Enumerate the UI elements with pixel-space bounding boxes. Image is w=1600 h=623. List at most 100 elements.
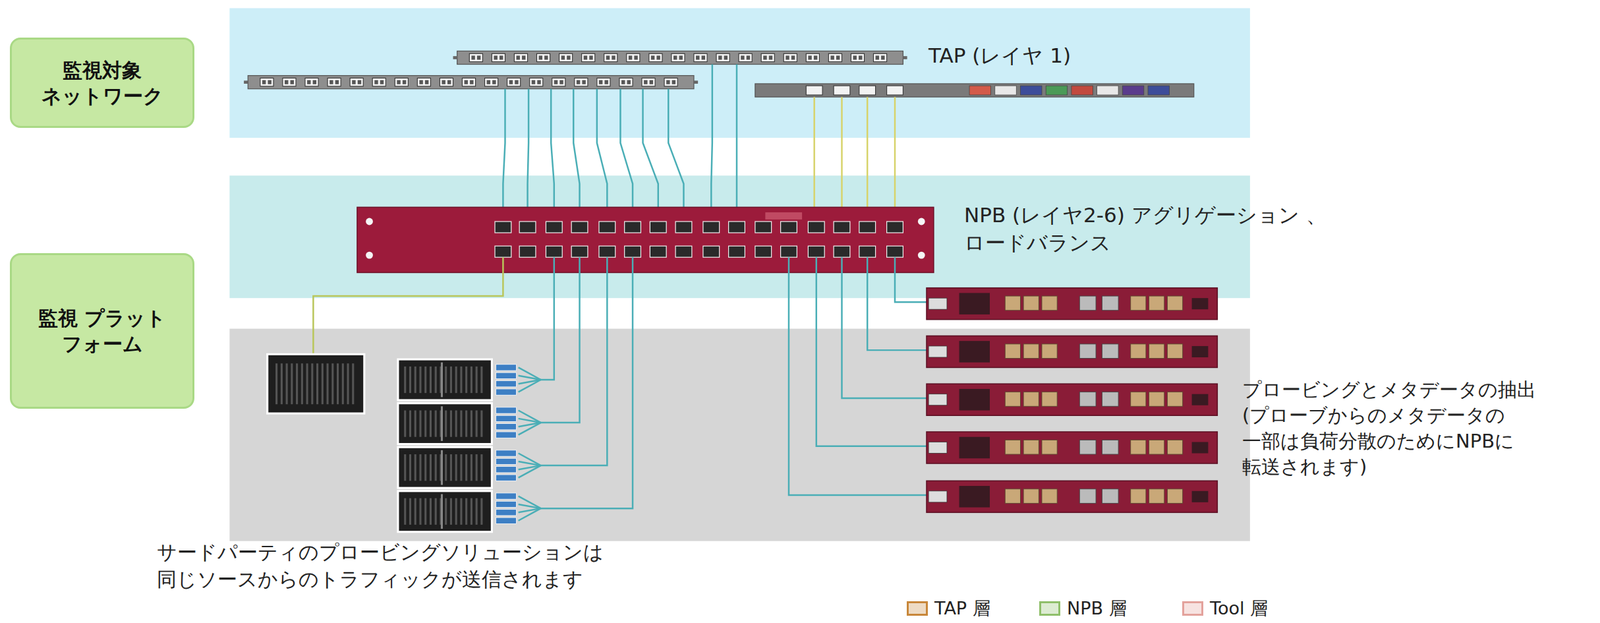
cable xyxy=(541,257,580,423)
probe-module xyxy=(1130,295,1146,311)
server-grill xyxy=(450,409,453,437)
tap-port-hole xyxy=(313,80,317,85)
probe-panel xyxy=(959,292,990,315)
cable xyxy=(502,88,505,223)
probe-port xyxy=(928,394,947,406)
server-grill xyxy=(316,363,319,404)
probe-module xyxy=(1023,488,1039,504)
tap-port xyxy=(805,53,820,62)
fiber-connector xyxy=(496,517,517,524)
tap-port-hole xyxy=(554,80,558,85)
server-grill xyxy=(465,366,468,393)
tap-port xyxy=(514,53,528,62)
probe-appliance xyxy=(926,287,1218,320)
tap-port-hole xyxy=(396,80,400,85)
npb-port xyxy=(703,245,720,258)
tap-port xyxy=(507,77,521,86)
tap-port-hole xyxy=(656,55,660,60)
probe-panel xyxy=(959,436,990,459)
server-grill xyxy=(455,409,458,437)
cable xyxy=(788,257,931,495)
probe-module xyxy=(1041,439,1058,455)
tap-port-hole xyxy=(537,80,541,85)
cable xyxy=(813,96,815,223)
server-grill xyxy=(444,454,447,481)
fan-cable xyxy=(518,504,542,509)
probe-slot xyxy=(1079,295,1096,311)
server-grill xyxy=(450,498,453,525)
fiber-connector xyxy=(496,407,517,414)
server-grill xyxy=(409,454,412,481)
strip-end xyxy=(902,56,907,60)
tap-port-hole xyxy=(599,80,603,85)
probe-module xyxy=(1041,343,1058,359)
probe-panel xyxy=(959,388,990,411)
probe-port xyxy=(928,490,947,503)
cable xyxy=(668,88,684,223)
server-grill xyxy=(336,363,339,404)
tap-port-hole xyxy=(544,55,548,60)
tap-port-hole xyxy=(566,55,571,60)
tap-strip xyxy=(457,50,904,64)
fiber-connector xyxy=(496,492,517,499)
server-grill xyxy=(403,366,406,393)
server xyxy=(267,353,365,414)
cable xyxy=(736,64,738,223)
tap-band xyxy=(229,7,1250,138)
fiber-connector xyxy=(496,380,517,387)
server-grill xyxy=(470,498,473,525)
server-grill xyxy=(326,363,329,404)
server-grill xyxy=(414,498,417,525)
npb-port xyxy=(571,221,588,233)
server-grill xyxy=(480,409,483,437)
tap-port-hole xyxy=(643,80,648,85)
tap-port xyxy=(597,77,611,86)
cable xyxy=(527,88,530,223)
tap-port-hole xyxy=(746,55,750,60)
tap-port-hole xyxy=(651,55,655,60)
server-grill xyxy=(434,366,437,393)
tap-port-hole xyxy=(351,80,356,85)
probe-panel xyxy=(959,340,990,363)
cable xyxy=(573,88,580,223)
tap-port-hole xyxy=(679,55,683,60)
tap-port xyxy=(394,77,408,86)
strip-end xyxy=(693,80,698,84)
npb-port xyxy=(728,245,746,258)
tap-port xyxy=(536,53,550,62)
fiber-connector xyxy=(496,423,517,430)
tap-port-hole xyxy=(335,80,339,85)
tap-port xyxy=(439,77,453,86)
fiber-connector xyxy=(496,474,517,481)
tap-port-hole xyxy=(875,55,880,60)
npb-port xyxy=(886,221,904,233)
server-grill xyxy=(351,363,354,404)
tap-port xyxy=(828,53,842,62)
legend-swatch xyxy=(1182,600,1204,616)
rack-ear-hole xyxy=(365,251,373,259)
fan-cable xyxy=(518,508,542,521)
tap-port-hole xyxy=(628,55,632,60)
probe-module xyxy=(1130,343,1146,359)
layer-title: TAP (レイヤ 1) xyxy=(928,42,1206,70)
npb-port xyxy=(519,245,536,258)
probe-slot xyxy=(1079,343,1096,359)
tap-port xyxy=(581,53,596,62)
cable xyxy=(711,64,713,223)
probe-module xyxy=(1130,392,1146,407)
server-grill xyxy=(455,454,458,481)
server-grill xyxy=(444,498,447,525)
server-grill xyxy=(403,454,406,481)
probe-module xyxy=(1149,439,1165,455)
tap-module xyxy=(1097,85,1119,95)
tap-port-hole xyxy=(858,55,862,60)
server-grill xyxy=(306,363,309,404)
probe-module xyxy=(1167,488,1183,504)
tap-port-hole xyxy=(830,55,834,60)
tap-port-hole xyxy=(509,80,513,85)
tap-port xyxy=(850,53,864,62)
server-grill xyxy=(419,498,422,525)
tap-port-hole xyxy=(469,80,474,85)
server-grill xyxy=(275,363,278,404)
